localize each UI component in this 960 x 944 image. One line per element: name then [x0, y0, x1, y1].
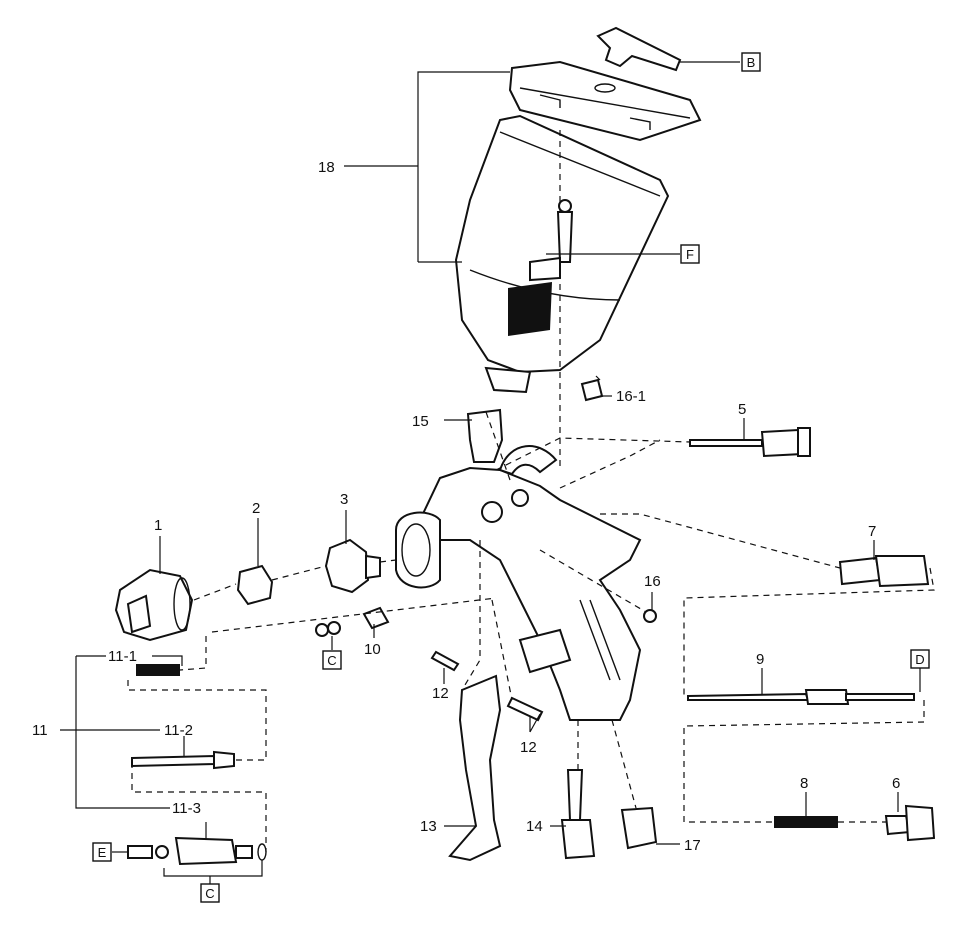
- valve-11-3: [127, 836, 267, 866]
- cup-adapter-15: [466, 408, 504, 463]
- leader-lines: [60, 61, 921, 884]
- callout-12-bottom: 12: [520, 739, 537, 756]
- box-label-D: D: [915, 652, 924, 667]
- callout-7: 7: [868, 523, 876, 540]
- seal-10: [362, 606, 390, 630]
- spring-8: [774, 816, 838, 828]
- callout-5: 5: [738, 401, 746, 418]
- box-label-B: B: [747, 55, 756, 70]
- callout-6: 6: [892, 775, 900, 792]
- callout-11-1: 11-1: [108, 648, 137, 665]
- cup-lid: [508, 60, 702, 142]
- box-label-F: F: [686, 247, 694, 262]
- callout-15: 15: [412, 413, 429, 430]
- callout-17: 17: [684, 837, 701, 854]
- box-B: B: [741, 52, 761, 72]
- box-D: D: [910, 649, 930, 669]
- box-label-E: E: [98, 845, 107, 860]
- pin-11-2: [131, 750, 235, 770]
- box-E: E: [92, 842, 112, 862]
- box-C-bottom: C: [200, 883, 220, 903]
- box-F: F: [680, 244, 700, 264]
- cap-6: [884, 804, 936, 842]
- plug-16-1: [580, 378, 604, 402]
- spring-housing-7: [838, 555, 930, 588]
- callout-14: 14: [526, 818, 543, 835]
- needle-adjuster-5: [689, 427, 811, 458]
- gun-body: [395, 445, 642, 721]
- callout-3: 3: [340, 491, 348, 508]
- callout-10: 10: [364, 641, 381, 658]
- callout-11-2: 11-2: [164, 722, 193, 739]
- air-valve-14: [560, 769, 596, 860]
- callout-8: 8: [800, 775, 808, 792]
- spring-11-1: [136, 664, 180, 676]
- box-label-C-top: C: [327, 653, 336, 668]
- plug-16: [643, 609, 657, 623]
- nozzle-2: [236, 564, 274, 606]
- cup-filter-F: [508, 199, 574, 336]
- trigger-13: [448, 674, 502, 862]
- air-cap-1: [114, 568, 194, 642]
- box-label-C-bottom: C: [205, 886, 214, 901]
- callout-18: 18: [318, 159, 335, 176]
- ring-C: [315, 621, 341, 637]
- callout-11: 11: [32, 722, 48, 739]
- needle-9: [687, 689, 915, 705]
- assembly-dashed-lines: [127, 375, 935, 852]
- callout-1: 1: [154, 517, 162, 534]
- callout-16: 16: [644, 573, 661, 590]
- callout-9: 9: [756, 651, 764, 668]
- pin-12: [430, 650, 544, 722]
- air-connector-17: [620, 806, 658, 850]
- callout-13: 13: [420, 818, 437, 835]
- callout-11-3: 11-3: [172, 800, 201, 817]
- callout-2: 2: [252, 500, 260, 517]
- callout-16-1: 16-1: [616, 388, 646, 405]
- baffle-3: [324, 538, 381, 594]
- lid-plug-B: [596, 26, 682, 72]
- callout-12-top: 12: [432, 685, 449, 702]
- box-C-top: C: [322, 650, 342, 670]
